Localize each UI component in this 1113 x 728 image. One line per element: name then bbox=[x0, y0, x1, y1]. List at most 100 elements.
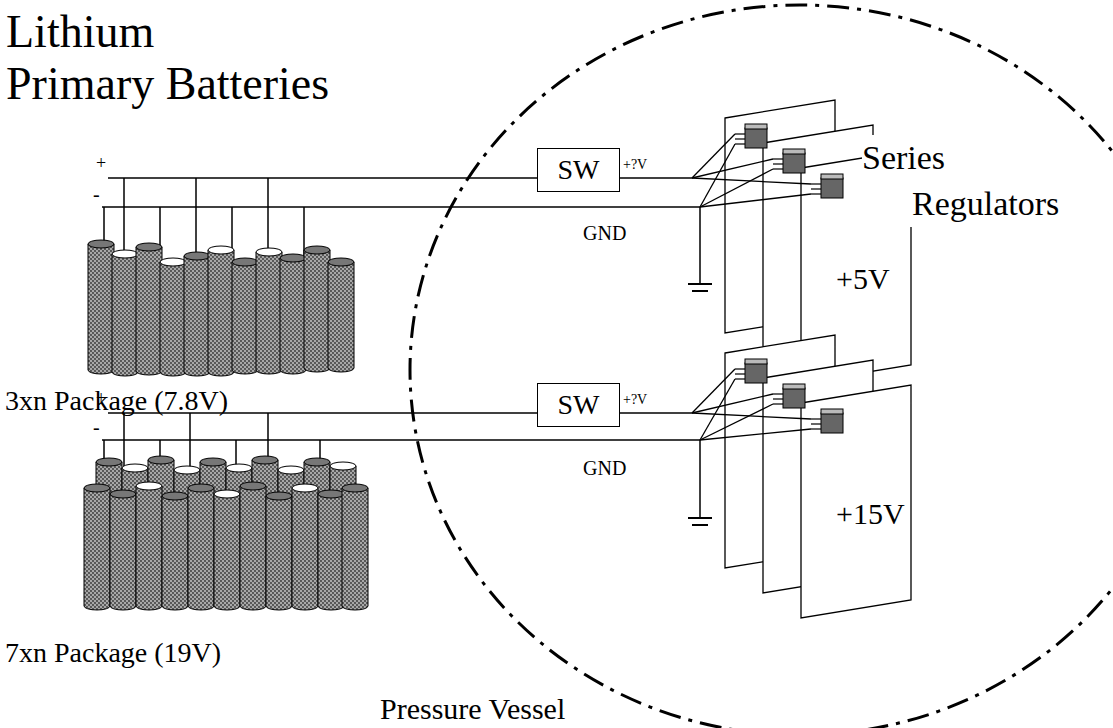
cell-body bbox=[188, 488, 214, 610]
cell-body bbox=[208, 250, 234, 376]
regulator-pin bbox=[735, 378, 745, 379]
regulator-pin bbox=[811, 423, 821, 424]
vessel-label: Pressure Vessel bbox=[380, 692, 565, 727]
battery-cell bbox=[240, 482, 266, 610]
ground-label: GND bbox=[583, 457, 626, 480]
battery-cell bbox=[280, 254, 306, 374]
regulator-pin bbox=[735, 368, 745, 369]
pressure-vessel: Pressure Vessel SW SW bbox=[370, 0, 1113, 728]
battery-cell bbox=[162, 492, 188, 610]
battery-cell bbox=[304, 246, 330, 372]
battery-cell bbox=[136, 243, 162, 375]
regulator-pin bbox=[773, 163, 783, 164]
package-label: 3xn Package (7.8V) bbox=[5, 385, 228, 417]
voltage-label: +15V bbox=[834, 497, 907, 532]
cell-top bbox=[256, 248, 282, 256]
cell-body bbox=[328, 262, 354, 372]
cell-top bbox=[162, 492, 188, 500]
ground-wire bbox=[700, 169, 773, 207]
package-label: 7xn Package (19V) bbox=[5, 637, 221, 669]
battery-cell bbox=[208, 246, 234, 376]
switch-label: SW bbox=[558, 389, 600, 421]
cell-top bbox=[110, 490, 136, 498]
line-spacer bbox=[181, 6, 386, 46]
battery-cell bbox=[292, 484, 318, 610]
regulator-chip bbox=[821, 178, 843, 198]
regulator-pin bbox=[735, 133, 745, 134]
cell-top bbox=[88, 240, 114, 248]
regulator-pin bbox=[811, 188, 821, 189]
regulator-pin bbox=[773, 158, 783, 159]
cell-top bbox=[232, 258, 258, 266]
cell-body bbox=[110, 494, 136, 610]
cell-body bbox=[160, 262, 186, 376]
cell-top bbox=[112, 250, 138, 258]
regulator-tab bbox=[745, 359, 767, 364]
battery-cell bbox=[112, 250, 138, 376]
terminal-sign: - bbox=[93, 416, 100, 439]
battery-cell bbox=[84, 484, 110, 610]
switch-box: SW bbox=[537, 383, 620, 427]
cell-body bbox=[88, 244, 114, 374]
battery-cell bbox=[136, 482, 162, 610]
cell-body bbox=[240, 486, 266, 610]
battery-cells bbox=[84, 240, 368, 610]
cell-top bbox=[136, 482, 162, 490]
regulator-chip bbox=[783, 388, 805, 408]
cell-top bbox=[160, 258, 186, 266]
cell-top bbox=[136, 243, 162, 251]
part-name: Series Regulators bbox=[862, 135, 1087, 227]
cell-body bbox=[304, 250, 330, 372]
battery-cell bbox=[88, 240, 114, 374]
cell-top bbox=[330, 462, 356, 470]
regulator-tab bbox=[821, 409, 843, 414]
cell-top bbox=[304, 458, 330, 466]
cell-body bbox=[184, 256, 210, 376]
battery-cell bbox=[328, 258, 354, 372]
regulator-tab bbox=[783, 384, 805, 389]
battery-cell bbox=[184, 252, 210, 376]
battery-cell bbox=[188, 484, 214, 610]
regulator-pin bbox=[811, 428, 821, 429]
regulator-tab bbox=[821, 174, 843, 179]
cell-body bbox=[318, 494, 344, 610]
regulator-tab bbox=[745, 124, 767, 129]
cell-top bbox=[278, 466, 304, 474]
ground-label: GND bbox=[583, 222, 626, 245]
battery-cell bbox=[214, 490, 240, 610]
cell-top bbox=[342, 484, 368, 492]
regulator-chip bbox=[745, 363, 767, 383]
cell-top bbox=[214, 490, 240, 498]
cell-top bbox=[122, 464, 148, 472]
cell-top bbox=[280, 254, 306, 262]
vessel-wall bbox=[410, 5, 1113, 728]
title: Lithium Primary Batteries bbox=[6, 6, 386, 110]
wires bbox=[102, 178, 712, 525]
cell-top bbox=[240, 482, 266, 490]
battery-cell bbox=[232, 258, 258, 374]
regulator-pin bbox=[811, 418, 821, 419]
regulator-pin bbox=[735, 143, 745, 144]
terminal-sign: + bbox=[96, 388, 106, 409]
cell-body bbox=[292, 488, 318, 610]
regulator-pin bbox=[773, 393, 783, 394]
cell-top bbox=[200, 458, 226, 466]
regulator-pin bbox=[811, 193, 821, 194]
cell-body bbox=[162, 496, 188, 610]
cell-body bbox=[232, 262, 258, 374]
cell-body bbox=[256, 252, 282, 374]
cell-top bbox=[226, 464, 252, 472]
cell-top bbox=[266, 492, 292, 500]
ground-wire bbox=[700, 429, 811, 440]
cell-top bbox=[304, 246, 330, 254]
regulator-pin bbox=[773, 168, 783, 169]
cell-top bbox=[208, 246, 234, 254]
battery-cell bbox=[266, 492, 292, 610]
cell-top bbox=[84, 484, 110, 492]
cell-top bbox=[252, 456, 278, 464]
regulator-tab bbox=[783, 149, 805, 154]
switch-label: SW bbox=[558, 154, 600, 186]
cell-body bbox=[84, 488, 110, 610]
regulator-pin bbox=[773, 403, 783, 404]
